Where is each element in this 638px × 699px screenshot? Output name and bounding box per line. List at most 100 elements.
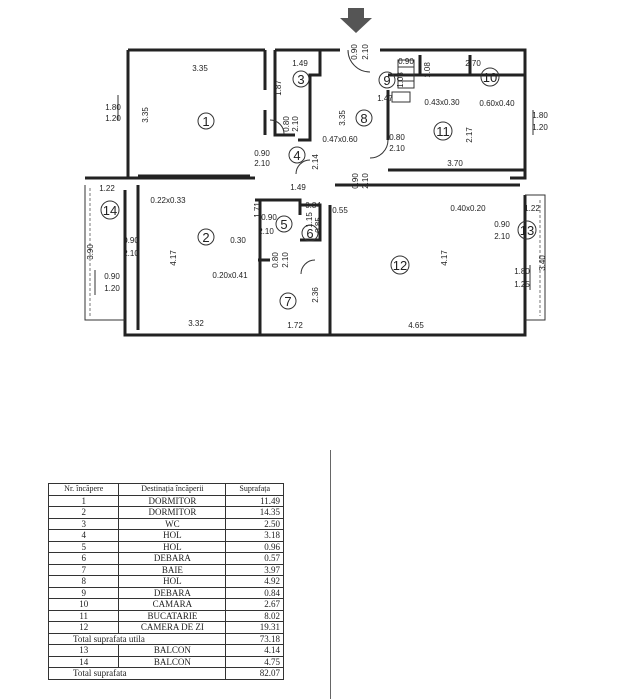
dim-label: 1.80: [532, 111, 548, 120]
svg-text:12: 12: [393, 258, 407, 273]
room-area-cell: 8.02: [225, 609, 284, 622]
svg-text:10: 10: [483, 70, 497, 85]
dim-label: 1.80: [514, 267, 530, 276]
svg-text:9: 9: [383, 73, 390, 88]
room-purpose-cell: BUCATARIE: [118, 609, 227, 622]
room-area-cell: 4.92: [225, 575, 284, 588]
dim-label: 1.15: [305, 212, 314, 228]
wall-bottom: [123, 190, 527, 337]
room-9-marker: 9: [378, 71, 396, 89]
room-7-marker: 7: [279, 292, 297, 310]
room-number-cell: 9: [47, 586, 120, 599]
dim-label: 2.10: [361, 44, 370, 60]
scan-edge-line: [330, 450, 331, 699]
dim-label: 0.40x0.20: [450, 204, 486, 213]
balcony-14-outline: [84, 185, 125, 321]
dim-label: 0.20x0.41: [212, 271, 248, 280]
room-area-cell: 0.57: [225, 552, 284, 565]
room-area-cell: 3.18: [225, 529, 284, 542]
dim-label: 0.90: [398, 57, 414, 66]
dim-label: 2.17: [465, 127, 474, 143]
dim-label: 0.22x0.33: [150, 196, 186, 205]
room-number-cell: 14: [47, 655, 120, 668]
room-purpose-cell: WC: [118, 517, 227, 530]
room-area-cell: 0.84: [225, 586, 284, 599]
room-number-cell: 8: [47, 575, 120, 588]
svg-text:1: 1: [202, 114, 209, 129]
dim-label: 2.14: [311, 154, 320, 170]
room-number-cell: 4: [47, 529, 120, 542]
room-area-cell: 4.75: [225, 655, 284, 668]
total-label: Total suprafata: [47, 667, 227, 680]
dim-label: 3.35: [141, 107, 150, 123]
room-area-cell: 14.35: [225, 506, 284, 519]
col-header-room-purpose: Destinația încăperii: [118, 483, 227, 496]
dim-label: 0.90: [351, 173, 360, 189]
dim-label: 0.30: [230, 236, 246, 245]
dim-label: 1.47: [377, 94, 393, 103]
dim-label: 0.90: [494, 220, 510, 229]
dim-label: 3.90: [86, 244, 95, 260]
room-purpose-cell: BALCON: [118, 655, 227, 668]
dim-label: 0.47x0.60: [322, 135, 358, 144]
room-4-marker: 4: [288, 146, 306, 164]
dim-label: 1.20: [105, 114, 121, 123]
room-purpose-cell: CAMARA: [118, 598, 227, 611]
room-number-cell: 10: [47, 598, 120, 611]
col-header-room-number: Nr. încăpere: [47, 483, 120, 496]
dim-label: 2.10: [254, 159, 270, 168]
svg-text:5: 5: [280, 217, 287, 232]
dim-label: 1.80: [105, 103, 121, 112]
dim-label: 1.22: [524, 204, 540, 213]
total-value: 82.07: [225, 667, 284, 680]
dim-label: 0.90: [350, 44, 359, 60]
svg-text:3: 3: [297, 72, 304, 87]
dim-label: 2.10: [389, 144, 405, 153]
floor-plan: 1 2 3 4 5 6 7 8 9 10 11 12: [84, 44, 548, 337]
room-purpose-cell: HOL: [118, 540, 227, 553]
svg-text:14: 14: [103, 203, 117, 218]
room-purpose-cell: HOL: [118, 575, 227, 588]
room-number-cell: 6: [47, 552, 120, 565]
room-area-cell: 2.67: [225, 598, 284, 611]
dim-label: 1.22: [99, 184, 115, 193]
dim-label: 1.20: [104, 284, 120, 293]
dim-label: 1.08: [396, 72, 405, 88]
room-8-marker: 8: [355, 109, 373, 127]
svg-text:11: 11: [436, 124, 450, 139]
dim-label: 1.87: [274, 80, 283, 96]
dim-label: 0.85: [314, 217, 323, 233]
dim-label: 0.90: [104, 272, 120, 281]
room-6-marker: 6: [301, 224, 319, 242]
room-11-marker: 11: [433, 121, 453, 141]
dim-label: 2.10: [494, 232, 510, 241]
entrance-arrow-icon: [340, 8, 372, 33]
room-purpose-cell: BAIE: [118, 563, 227, 576]
dim-label: 3.35: [338, 110, 347, 126]
dim-label: 0.60x0.40: [479, 99, 515, 108]
dim-label: 1.08: [423, 62, 432, 78]
dim-label: 3.40: [538, 255, 547, 271]
room-area-cell: 4.14: [225, 644, 284, 657]
room-purpose-cell: DORMITOR: [118, 494, 227, 507]
room-area-cell: 2.50: [225, 517, 284, 530]
room-14-marker: 14: [100, 200, 120, 220]
dimension-labels: 3.35 3.35 1.49 1.87 0.90 2.10 2.70 1.08 …: [86, 44, 548, 330]
room-5-marker: 5: [275, 215, 293, 233]
dim-label: 1.25: [514, 280, 530, 289]
room-number-cell: 7: [47, 563, 120, 576]
dim-label: 0.84: [305, 201, 321, 210]
dim-label: 2.10: [281, 252, 290, 268]
svg-text:4: 4: [293, 148, 300, 163]
